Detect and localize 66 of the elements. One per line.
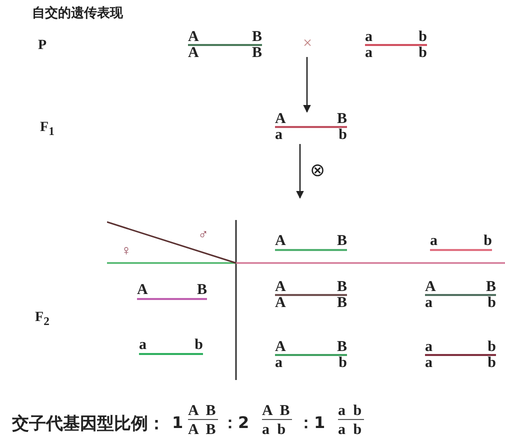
allele-label: B: [196, 283, 207, 298]
allele-label: a: [430, 234, 438, 249]
allele-label: b: [488, 356, 496, 371]
chromosome-pair: [275, 112, 347, 142]
ratio-number: ：2: [222, 413, 250, 434]
ratio-number: 1: [172, 413, 184, 432]
arrow: [303, 57, 311, 113]
allele-label: B: [336, 296, 347, 311]
allele-label: b: [484, 234, 492, 249]
allele-label: B: [252, 46, 262, 61]
allele-label: B: [336, 280, 347, 295]
allele-label: a: [425, 296, 432, 311]
caption: 交子代基因型比例：: [12, 413, 165, 435]
allele-label: b: [338, 356, 347, 371]
title: 自交的遗传表现: [32, 4, 123, 22]
allele-label: B: [336, 112, 347, 127]
cross-symbol: ×: [303, 35, 312, 53]
fraction-numerator: A B: [188, 403, 218, 420]
allele-label: B: [336, 234, 347, 249]
chromosome: [139, 338, 203, 356]
chromosome: [137, 283, 207, 301]
allele-label: A: [275, 296, 286, 311]
allele-label: b: [418, 46, 427, 61]
chromosome-pair: [275, 340, 347, 370]
chromosome-pair: [425, 340, 496, 370]
allele-label: A: [188, 30, 199, 45]
allele-label: a: [365, 46, 372, 61]
arrow: [296, 144, 304, 199]
fraction-denominator: A B: [188, 422, 218, 438]
ratio-number: ：1: [298, 413, 326, 434]
allele-label: A: [425, 280, 436, 295]
allele-label: b: [418, 30, 427, 45]
allele-label: a: [139, 338, 146, 353]
fraction-denominator: a b: [338, 422, 364, 438]
allele-label: b: [488, 340, 496, 355]
allele-label: A: [275, 280, 286, 295]
chromosome-pair: [425, 280, 496, 310]
allele-label: A: [137, 283, 148, 298]
fraction-numerator: a b: [338, 403, 364, 420]
allele-label: a: [425, 356, 432, 371]
allele-label: a: [425, 340, 432, 355]
allele-label: B: [486, 280, 496, 295]
allele-label: A: [275, 112, 286, 127]
generation-label: F$_{2}$: [35, 310, 50, 328]
chromosome: [275, 234, 347, 252]
chromosome-pair: [188, 30, 262, 60]
generation-label: P: [38, 38, 47, 54]
allele-label: A: [275, 234, 286, 249]
chromosome-pair: [275, 280, 347, 310]
allele-label: A: [275, 340, 286, 355]
chromosome-pair: [365, 30, 427, 60]
chromosome: [430, 234, 492, 252]
allele-label: b: [194, 338, 203, 353]
allele-label: b: [488, 296, 496, 311]
allele-label: a: [275, 128, 282, 143]
allele-label: a: [275, 356, 282, 371]
allele-label: B: [252, 30, 262, 45]
fraction-numerator: A B: [262, 403, 292, 420]
allele-label: A: [188, 46, 199, 61]
generation-label: F$_{1}$: [40, 120, 54, 138]
allele-label: b: [338, 128, 347, 143]
fraction-denominator: a b: [262, 422, 288, 438]
allele-label: a: [365, 30, 372, 45]
allele-label: B: [336, 340, 347, 355]
female-symbol: ♀: [121, 244, 132, 260]
male-symbol: ♂: [198, 228, 208, 244]
